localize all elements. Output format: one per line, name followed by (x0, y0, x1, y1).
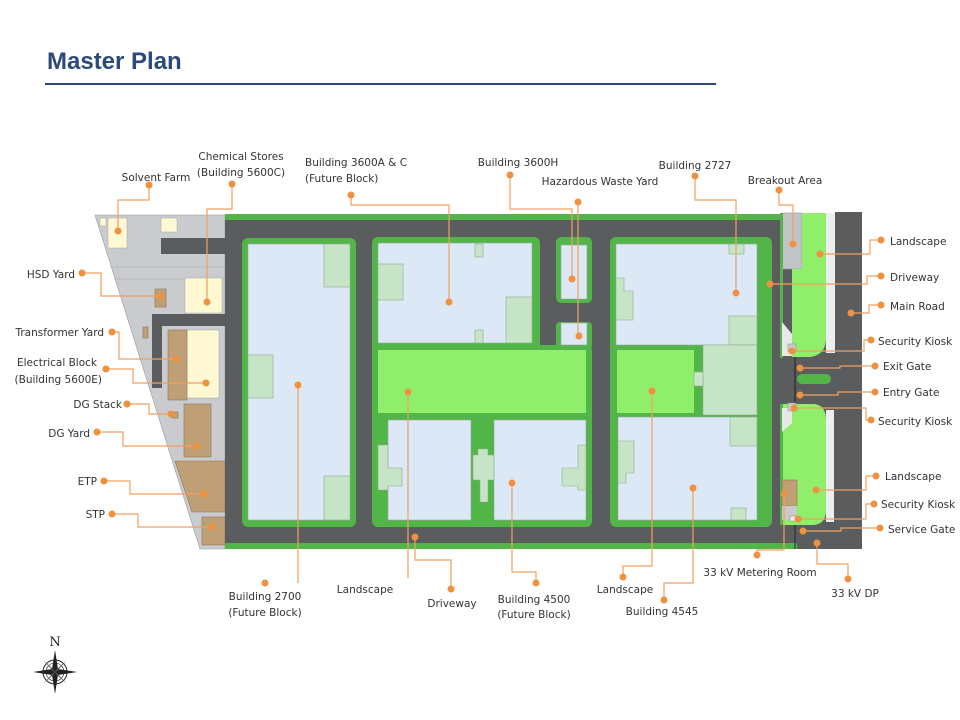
title-divider (45, 83, 716, 85)
plan-labels: Solvent Farm Chemical Stores (Building 5… (14, 151, 956, 621)
label-33kv-dp: 33 kV DP (831, 588, 879, 600)
page-title: Master Plan (47, 48, 182, 75)
stp (201, 516, 226, 546)
label-electrical-block: Electrical Block (17, 357, 98, 369)
label-building-3600ac: Building 3600A & C (305, 157, 407, 169)
label-security-kiosk: Security Kiosk (878, 416, 953, 428)
gate-divider (797, 374, 831, 384)
electrical-block (186, 329, 220, 399)
label-driveway-bottom: Driveway (427, 598, 476, 610)
compass-north-label: N (49, 635, 60, 650)
label-dg-yard: DG Yard (48, 428, 90, 440)
building-3600h (560, 244, 588, 300)
landscape-central (378, 350, 586, 413)
label-breakout-area: Breakout Area (748, 175, 823, 187)
chemical-stores (184, 277, 223, 314)
main-road (835, 212, 862, 549)
label-building-4500-sub: (Future Block) (497, 609, 570, 621)
label-exit-gate: Exit Gate (883, 361, 931, 373)
leader-dots (78, 171, 885, 604)
label-building-2727: Building 2727 (659, 160, 732, 172)
label-hazardous-waste-yard: Hazardous Waste Yard (542, 176, 659, 188)
label-building-4545: Building 4545 (626, 606, 699, 618)
label-landscape-left: Landscape (337, 584, 393, 596)
label-service-gate: Service Gate (888, 524, 955, 536)
label-hsd-yard: HSD Yard (27, 269, 75, 281)
label-building-2700-sub: (Future Block) (228, 607, 301, 619)
label-landscape-top-right: Landscape (890, 236, 946, 248)
label-33kv-metering-room: 33 kV Metering Room (703, 567, 816, 579)
service-road-strip (161, 238, 225, 254)
label-chemical-stores: Chemical Stores (198, 151, 283, 163)
label-building-4500: Building 4500 (498, 594, 571, 606)
hazardous-waste-yard (560, 322, 588, 346)
label-solvent-farm: Solvent Farm (122, 172, 191, 184)
label-building-3600h: Building 3600H (478, 157, 559, 169)
label-security-kiosk: Security Kiosk (881, 499, 956, 511)
landscape-north (792, 213, 826, 357)
label-building-3600ac-sub: (Future Block) (305, 173, 378, 185)
label-transformer-yard: Transformer Yard (14, 327, 104, 339)
label-chemical-stores-sub: (Building 5600C) (197, 167, 285, 179)
label-landscape-center: Landscape (597, 584, 653, 596)
label-building-2700: Building 2700 (229, 591, 302, 603)
label-entry-gate: Entry Gate (883, 387, 939, 399)
label-etp: ETP (78, 476, 97, 488)
landscape-block-c (617, 350, 694, 413)
label-dg-stack: DG Stack (73, 399, 123, 411)
label-landscape-bottom-right: Landscape (885, 471, 941, 483)
label-security-kiosk: Security Kiosk (878, 336, 953, 348)
transformer-yard (167, 329, 188, 401)
label-stp: STP (86, 509, 105, 521)
north-compass-icon: N (33, 635, 77, 694)
label-electrical-block-sub: (Building 5600E) (15, 374, 102, 386)
leader-lines (82, 175, 881, 600)
label-driveway-right: Driveway (890, 272, 939, 284)
label-main-road: Main Road (890, 301, 945, 313)
